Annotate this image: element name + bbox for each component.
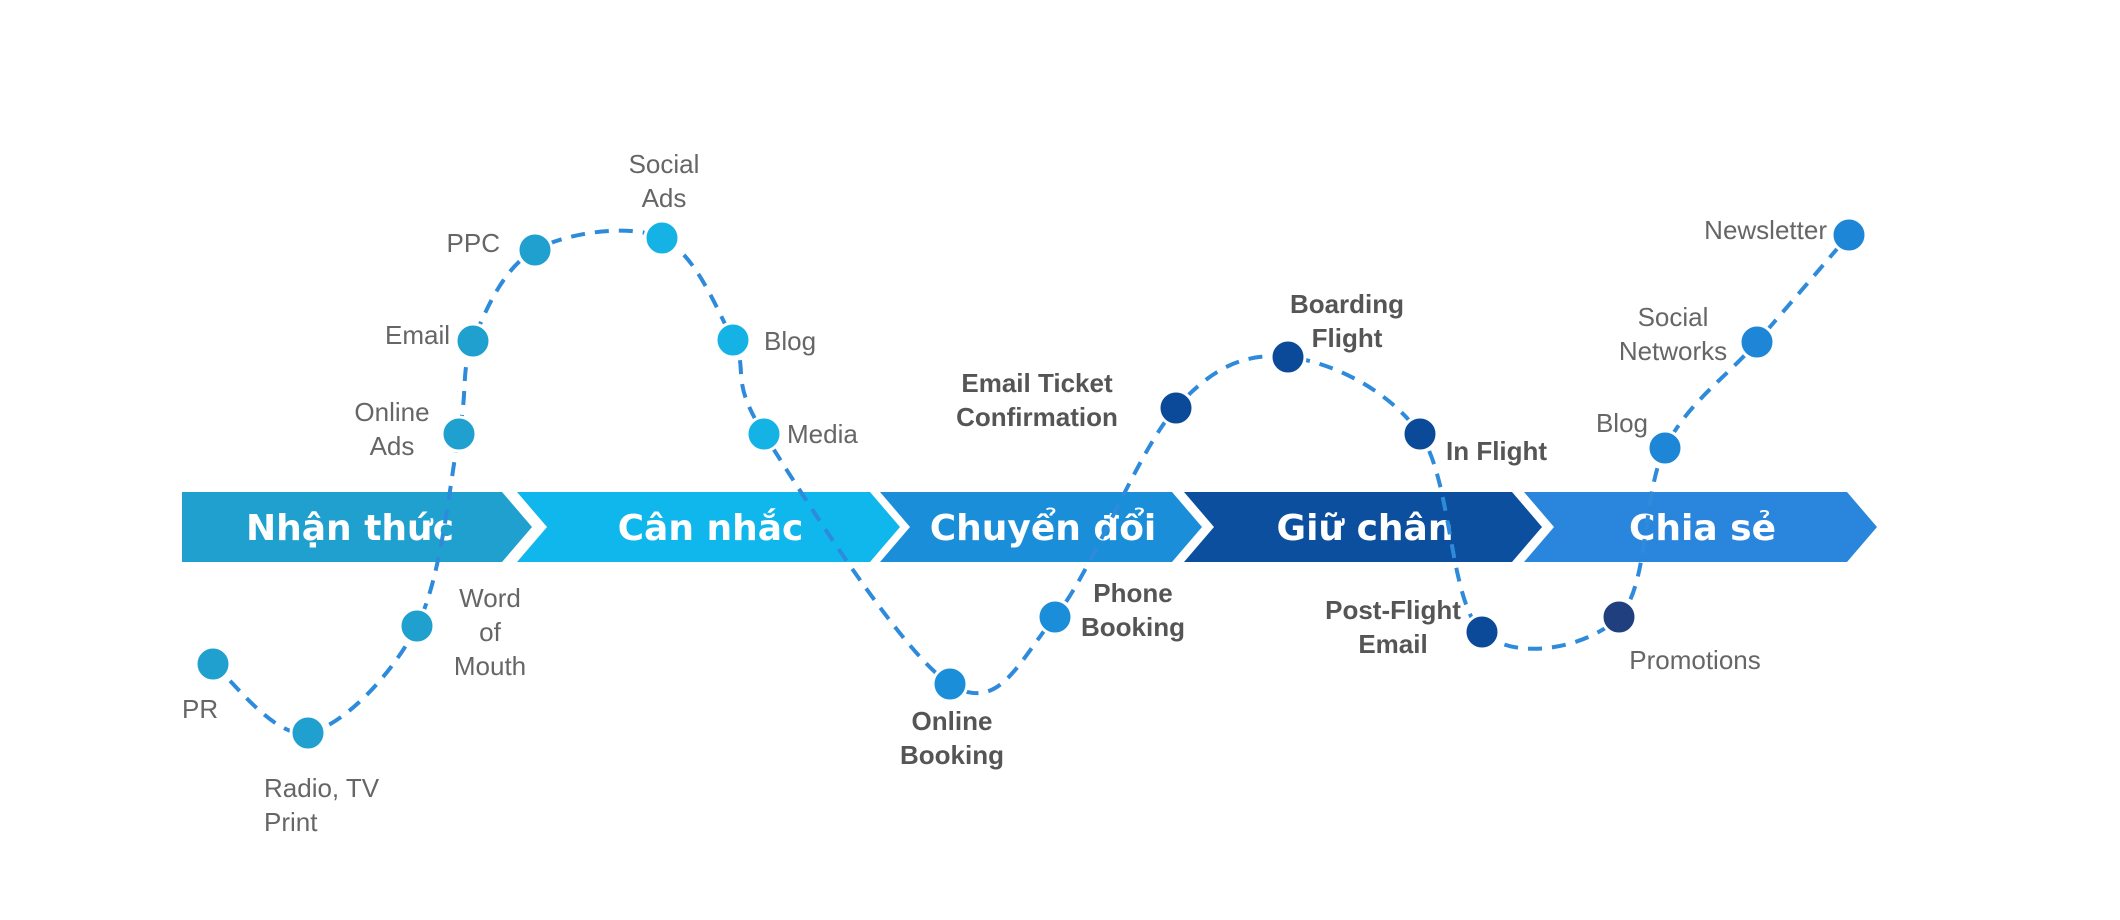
touchpoint-label-line: PR xyxy=(182,694,218,724)
touchpoint-label-line: Online xyxy=(354,397,429,427)
touchpoint-label-line: Boarding xyxy=(1290,289,1404,319)
touchpoint-label-in-flight: In Flight xyxy=(1446,436,1547,466)
touchpoint-label-line: Ads xyxy=(370,431,415,461)
touchpoint-label-line: Newsletter xyxy=(1704,215,1827,245)
touchpoint-label-line: Flight xyxy=(1312,323,1383,353)
touchpoint-label-line: Word xyxy=(459,583,521,613)
touchpoint-label-line: Email Ticket xyxy=(961,368,1113,398)
touchpoint-node-blog-consider xyxy=(714,321,752,359)
touchpoint-label-line: Media xyxy=(787,419,858,449)
touchpoint-label-line: In Flight xyxy=(1446,436,1547,466)
touchpoint-label-line: Email xyxy=(1358,629,1427,659)
stage-arrow-chia-se xyxy=(1524,492,1877,562)
stage-arrow-chuyen-doi xyxy=(880,492,1202,562)
journey-dashed-path xyxy=(211,228,1851,736)
touchpoint-label-line: Phone xyxy=(1093,578,1172,608)
stage-label-can-nhac: Cân nhắc xyxy=(618,508,804,549)
touchpoint-node-social-ads xyxy=(643,219,681,257)
touchpoint-node-ppc xyxy=(516,231,554,269)
touchpoint-label-line: of xyxy=(479,617,501,647)
touchpoint-label-line: Blog xyxy=(764,326,816,356)
touchpoint-node-pr xyxy=(194,645,232,683)
touchpoint-node-blog-share xyxy=(1646,429,1684,467)
touchpoint-node-phone-booking xyxy=(1036,598,1074,636)
touchpoint-label-line: Mouth xyxy=(454,651,526,681)
touchpoint-label-blog-consider: Blog xyxy=(764,326,816,356)
touchpoint-label-line: Social xyxy=(629,149,700,179)
touchpoint-label-promotions: Promotions xyxy=(1629,645,1761,675)
touchpoint-node-post-flight-email xyxy=(1463,613,1501,651)
touchpoint-label-line: Email xyxy=(385,320,450,350)
touchpoint-label-pr: PR xyxy=(182,694,218,724)
touchpoint-node-email xyxy=(454,322,492,360)
stage-arrow-giu-chan xyxy=(1184,492,1542,562)
touchpoint-label-newsletter: Newsletter xyxy=(1704,215,1827,245)
touchpoint-label-email: Email xyxy=(385,320,450,350)
touchpoint-node-media xyxy=(745,415,783,453)
touchpoint-label-line: Radio, TV xyxy=(264,773,380,803)
touchpoint-label-line: Ads xyxy=(642,183,687,213)
stage-label-chia-se: Chia sẻ xyxy=(1629,508,1776,549)
touchpoint-label-line: Promotions xyxy=(1629,645,1761,675)
touchpoint-node-newsletter xyxy=(1830,216,1868,254)
touchpoint-label-radio-tv-print: Radio, TV Print xyxy=(264,773,380,837)
touchpoint-label-line: Booking xyxy=(900,740,1004,770)
touchpoint-label-blog-share: Blog xyxy=(1596,408,1648,438)
touchpoint-node-radio-tv-print xyxy=(289,714,327,752)
touchpoint-label-line: Blog xyxy=(1596,408,1648,438)
touchpoint-label-line: Post-Flight xyxy=(1325,595,1461,625)
touchpoint-label-line: Print xyxy=(264,807,318,837)
journey-stages: Nhận thức Cân nhắc Chuyển đổi Giữ chân Chia … xyxy=(182,492,1877,562)
touchpoint-node-promotions xyxy=(1600,598,1638,636)
touchpoint-node-online-ads xyxy=(440,415,478,453)
stage-label-giu-chan: Giữ chân xyxy=(1277,508,1454,549)
touchpoint-node-online-booking xyxy=(931,665,969,703)
touchpoint-label-ppc: PPC xyxy=(447,228,500,258)
stage-label-chuyen-doi: Chuyển đổi xyxy=(930,507,1157,549)
stage-arrow-nhan-thuc xyxy=(182,492,532,562)
touchpoint-node-social-networks xyxy=(1738,323,1776,361)
touchpoint-node-boarding-flight xyxy=(1269,338,1307,376)
stage-arrow-can-nhac xyxy=(517,492,900,562)
touchpoint-label-line: Online xyxy=(912,706,993,736)
touchpoint-label-line: Confirmation xyxy=(956,402,1118,432)
touchpoint-label-line: Social xyxy=(1638,302,1709,332)
touchpoint-label-line: Networks xyxy=(1619,336,1727,366)
stage-label-nhan-thuc: Nhận thức xyxy=(246,508,454,549)
touchpoint-node-email-ticket xyxy=(1157,389,1195,427)
touchpoint-node-word-of-mouth xyxy=(398,607,436,645)
touchpoint-node-in-flight xyxy=(1401,415,1439,453)
touchpoint-label-line: PPC xyxy=(447,228,500,258)
touchpoint-label-line: Booking xyxy=(1081,612,1185,642)
touchpoint-label-media: Media xyxy=(787,419,858,449)
